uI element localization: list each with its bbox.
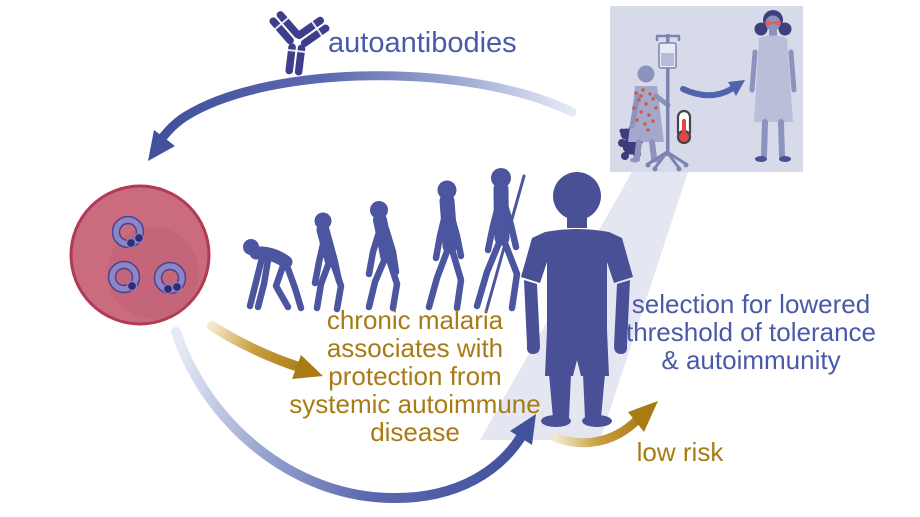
sick-child-figure [628, 65, 671, 163]
malaria-protection-line: protection from [328, 361, 502, 391]
child-silhouette [521, 172, 633, 427]
iv-drip-stand-icon [645, 34, 689, 172]
evolution-figure-ape [243, 239, 305, 312]
malaria-protection-line: chronic malaria [326, 305, 504, 335]
low-risk-arrow [551, 401, 658, 448]
malaria-protection-line: associates with [326, 333, 504, 363]
selection-line: threshold of tolerance [625, 317, 877, 347]
evolution-figure-2 [311, 212, 345, 313]
human-evolution-silhouettes [243, 168, 526, 314]
infected-red-blood-cell-icon [69, 184, 211, 326]
top-feedback-arrow [148, 71, 577, 161]
selection-text: selection for lowered threshold of toler… [600, 290, 902, 374]
bottom-selection-arrow [171, 327, 536, 504]
evolution-figure-human-with-spear [473, 168, 526, 314]
malar-rash-icon [765, 20, 781, 26]
malaria-parasite-ring-icon [111, 215, 145, 249]
malaria-protection-line: disease [370, 417, 460, 447]
selection-line: & autoimmunity [661, 345, 841, 375]
malaria-protection-line: systemic autoimmune [289, 389, 541, 419]
autoantibodies-label: autoantibodies [328, 27, 517, 59]
malaria-parasite-ring-icon [107, 260, 141, 294]
thermometer-icon [676, 109, 692, 145]
rash-dots [632, 88, 658, 132]
malaria-protection-text: chronic malaria associates with protecti… [250, 306, 580, 446]
adult-woman-figure [749, 10, 797, 162]
antibody-icon [269, 11, 330, 76]
evolution-figure-3 [365, 201, 401, 312]
protection-arrow [207, 321, 323, 379]
evolution-figure-4 [425, 180, 465, 312]
low-risk-label: low risk [636, 437, 724, 467]
malaria-parasite-ring-icon [153, 261, 187, 295]
hospital-inset [610, 6, 803, 172]
selection-line: selection for lowered [631, 289, 871, 319]
recovery-arrow [680, 80, 745, 99]
